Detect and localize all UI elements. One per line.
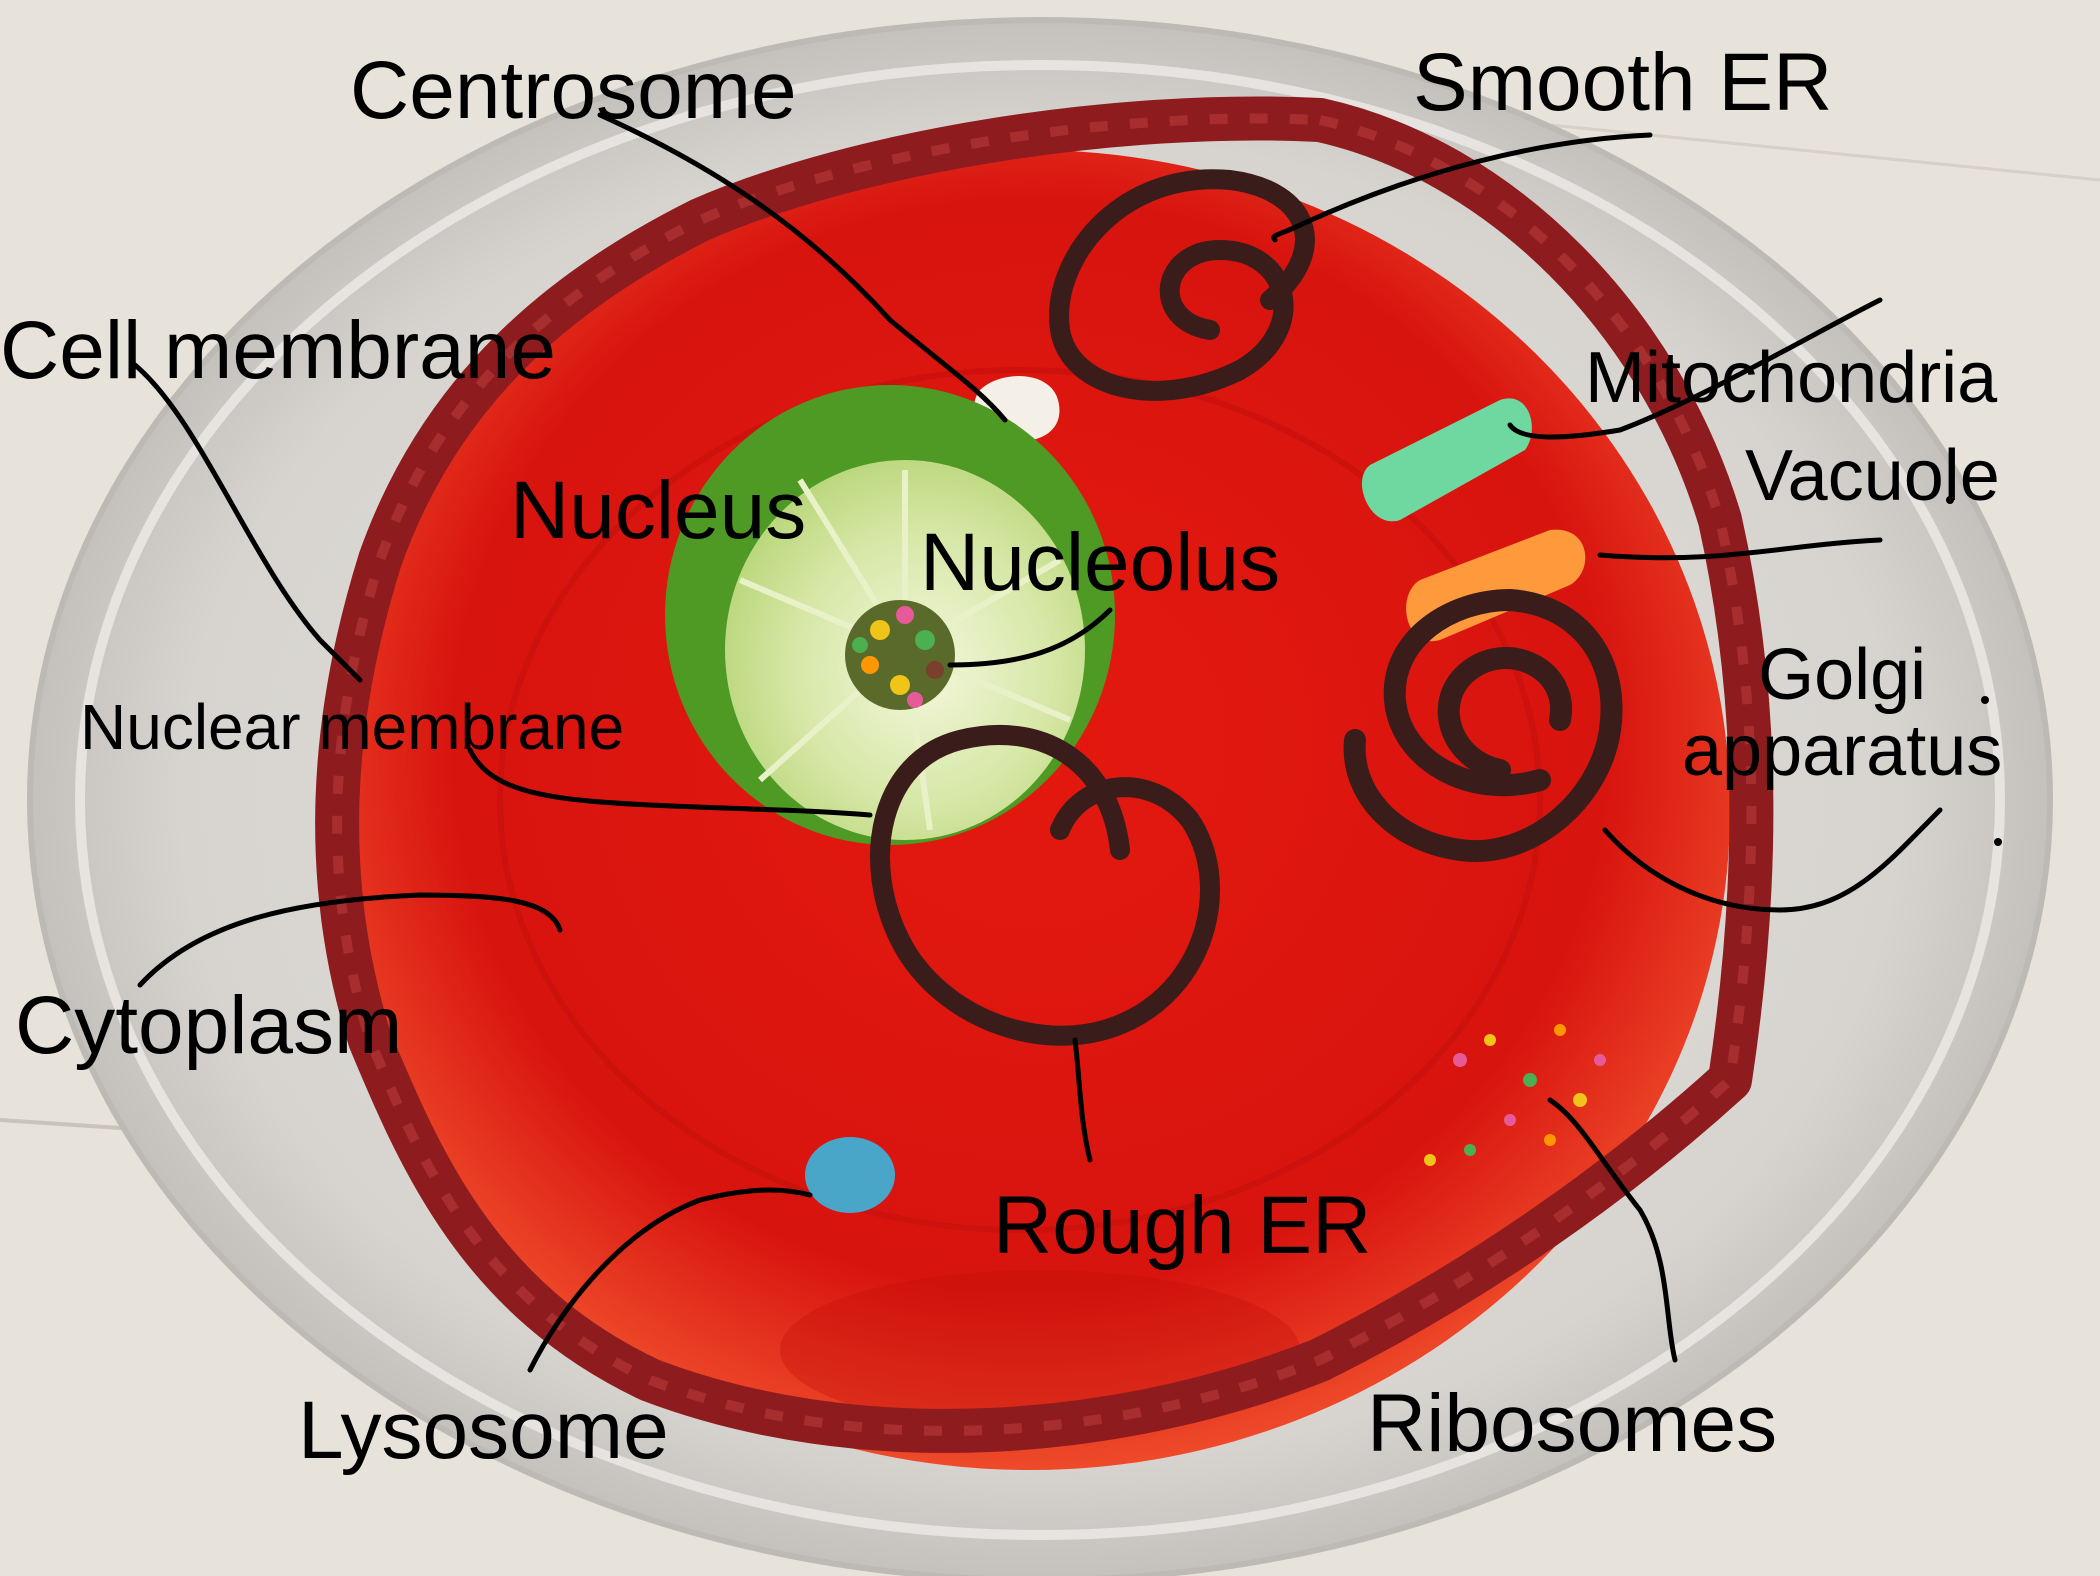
cell-membrane-leader	[132, 362, 363, 683]
lysosome-candy	[805, 1137, 895, 1213]
vacuole-leader	[1597, 537, 1883, 561]
label-ribosomes: Ribosomes	[1367, 1378, 1778, 1469]
ribosome-sprinkles	[1424, 1024, 1606, 1166]
label-cytoplasm: Cytoplasm	[15, 980, 403, 1071]
golgi-candy	[1343, 588, 1623, 863]
lysosome-leader	[527, 1187, 813, 1373]
rough-er-candy	[870, 725, 1220, 1046]
label-nuclear-membrane: Nuclear membrane	[80, 691, 625, 763]
rough-er-leader	[1072, 1037, 1093, 1163]
label-golgi-line2: apparatus	[1682, 710, 2003, 791]
leader-lines	[132, 112, 1943, 1373]
mitochondria-candy	[1361, 398, 1532, 522]
golgi-leader	[1602, 807, 1943, 913]
label-lysosome: Lysosome	[298, 1385, 669, 1476]
smooth-er-leader	[1271, 132, 1653, 243]
nucleolus-leader	[947, 607, 1113, 668]
licorice-membrane	[315, 96, 1774, 1453]
label-nucleolus: Nucleolus	[920, 517, 1281, 608]
label-vacuole: Vacuole	[1745, 436, 2000, 516]
label-golgi-apparatus: Golgi apparatus	[1682, 635, 2003, 791]
smooth-er-candy	[1049, 169, 1315, 401]
label-nucleus: Nucleus	[510, 465, 807, 556]
ribosomes-leader	[1547, 1097, 1678, 1363]
label-smooth-er: Smooth ER	[1413, 37, 1833, 128]
label-rough-er: Rough ER	[993, 1180, 1372, 1271]
label-golgi-line1: Golgi	[1758, 635, 1927, 715]
nuclear-membrane-leader	[467, 747, 873, 818]
nucleolus-sprinkles	[845, 600, 955, 710]
centrosome-leader	[597, 112, 1008, 423]
label-centrosome: Centrosome	[350, 45, 797, 136]
label-cell-membrane: Cell membrane	[0, 305, 556, 396]
mitochondria-leader	[1507, 297, 1883, 440]
label-mitochondria: Mitochondria	[1585, 338, 1998, 418]
cytoplasm-leader	[137, 892, 563, 988]
